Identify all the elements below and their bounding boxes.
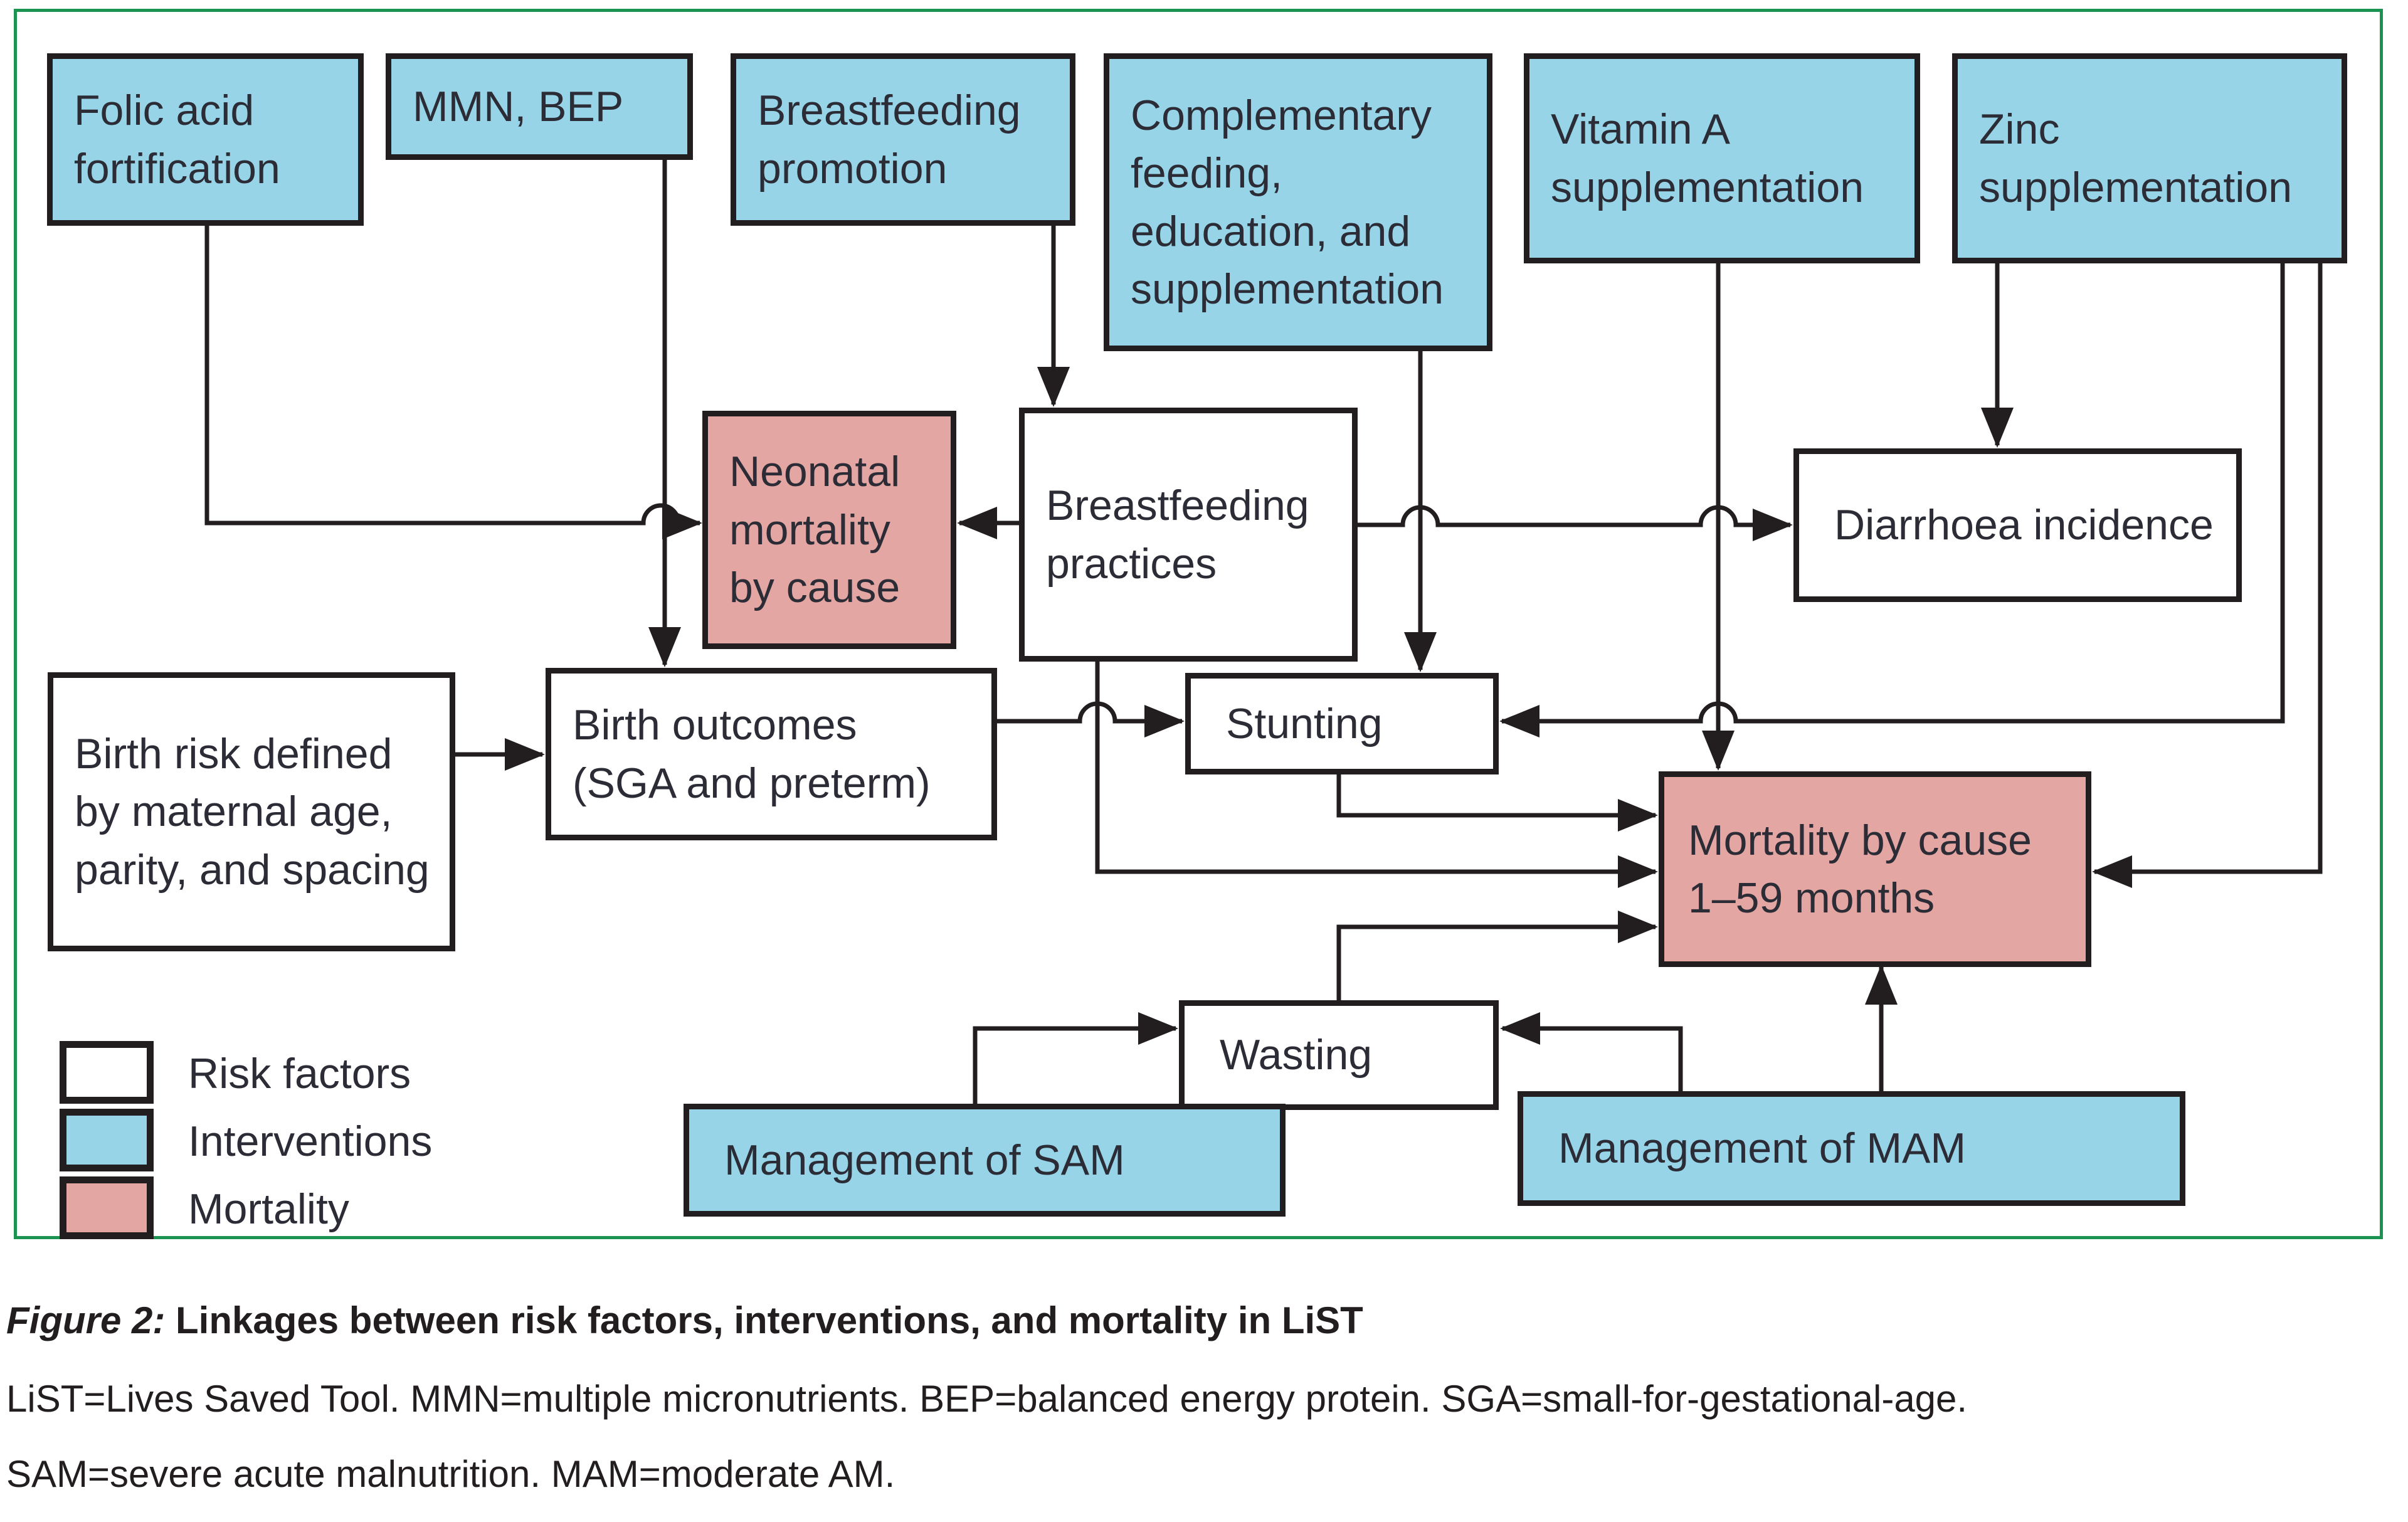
node-folic-acid-fortification: Folic acid fortification <box>47 53 364 226</box>
figure-caption-title: Figure 2: Linkages between risk factors,… <box>6 1298 1363 1343</box>
node-management-of-sam: Management of SAM <box>684 1104 1286 1217</box>
node-mmn-bep: MMN, BEP <box>386 53 693 160</box>
legend-label-mortality: Mortality <box>188 1185 349 1233</box>
node-mortality-by-cause-1-59-months: Mortality by cause 1–59 months <box>1659 771 2091 967</box>
node-vitamin-a-supplementation: Vitamin A supplementation <box>1524 53 1920 263</box>
node-neonatal-mortality-by-cause: Neonatal mortality by cause <box>702 411 956 649</box>
node-breastfeeding-promotion: Breastfeeding promotion <box>731 53 1075 226</box>
legend-label-interventions: Interventions <box>188 1118 433 1165</box>
figure-abbreviations-line-2: SAM=severe acute malnutrition. MAM=moder… <box>6 1453 895 1495</box>
node-wasting: Wasting <box>1179 1000 1499 1110</box>
legend-label-risk-factors: Risk factors <box>188 1050 411 1097</box>
figure-number-label: Figure 2: <box>6 1299 166 1341</box>
node-diarrhoea-incidence: Diarrhoea incidence <box>1793 448 2242 602</box>
legend-swatch-risk-factors <box>60 1041 154 1104</box>
legend-swatch-mortality <box>60 1176 154 1239</box>
figure-title-text: Linkages between risk factors, intervent… <box>165 1299 1363 1341</box>
node-stunting: Stunting <box>1185 673 1499 774</box>
node-birth-outcomes: Birth outcomes (SGA and preterm) <box>546 668 997 840</box>
legend-swatch-interventions <box>60 1109 154 1171</box>
node-management-of-mam: Management of MAM <box>1518 1091 2185 1206</box>
node-zinc-supplementation: Zinc supplementation <box>1952 53 2347 263</box>
node-breastfeeding-practices: Breastfeeding practices <box>1019 408 1358 662</box>
node-complementary-feeding: Complementary feeding, education, and su… <box>1104 53 1492 351</box>
figure-abbreviations-line-1: LiST=Lives Saved Tool. MMN=multiple micr… <box>6 1378 1968 1420</box>
node-birth-risk: Birth risk defined by maternal age, pari… <box>48 672 455 951</box>
